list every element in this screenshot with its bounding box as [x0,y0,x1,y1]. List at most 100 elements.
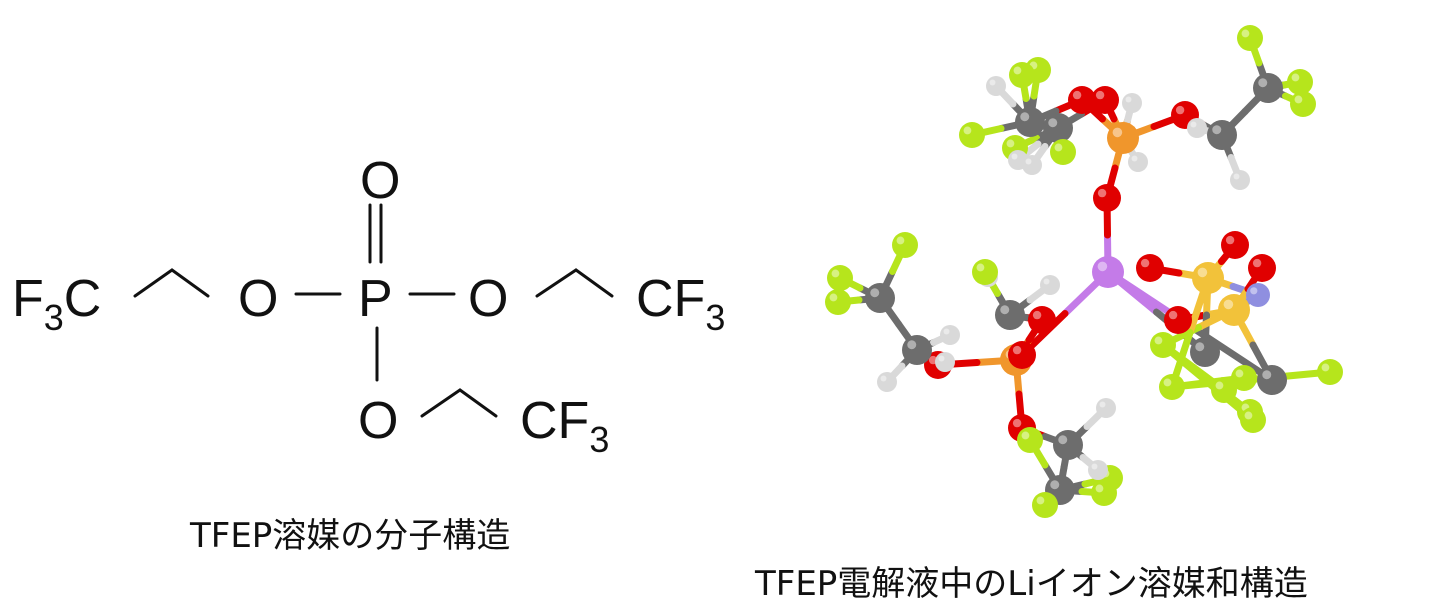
atom-fluorine [1159,374,1185,400]
atom-highlight [1012,418,1022,428]
atom-oxygen [1136,254,1164,282]
atom-highlight [1140,258,1150,268]
atom-highlight [1195,342,1205,352]
atom-highlight [938,355,945,362]
atom-fluorine [1017,427,1043,453]
atom-highlight [1291,73,1300,82]
atom-hydrogen [1122,93,1142,113]
atom-fluorine [1287,69,1313,95]
atom-lithium [1092,256,1124,288]
atom-fluorine [972,259,998,285]
atom-highlight [1097,261,1108,272]
atom-highlight [1163,378,1172,387]
atom-highlight [1072,90,1082,100]
atom-highlight [1197,267,1208,278]
atom-highlight [1250,287,1258,295]
atom-hydrogen [1230,170,1250,190]
atom-highlight [1099,401,1106,408]
atom-fluorine [825,289,851,315]
atom-highlight [1036,496,1045,505]
atom-highlight [1321,363,1330,372]
atom-hydrogen [935,352,955,372]
group-f3c-f: F [12,270,44,328]
atom-highlight [1154,336,1163,345]
atom-highlight [1006,139,1015,148]
atom-highlight [1013,66,1022,75]
atom-highlight [831,269,840,278]
atom-highlight [1012,345,1022,355]
atom-carbon [902,335,932,365]
atom-highlight [1252,258,1262,268]
atom-carbon [1015,107,1045,137]
atom-fluorine [1211,377,1237,403]
atom-highlight [1244,411,1253,420]
atom-hydrogen [986,76,1006,96]
tfep-2d-structure: O P O O O F3C CF3 CF3 [12,152,725,460]
model-atoms [825,25,1343,518]
atom-highlight [976,263,985,272]
atom-nitrogen [1246,283,1270,307]
atom-carbon [1190,337,1220,367]
atom-oxygen [1008,341,1036,369]
caption-3d-structure: TFEP電解液中のLiイオン溶媒和構造 [755,564,1308,604]
atom-highlight [1223,299,1234,310]
atom-o-left: O [238,270,278,328]
atom-hydrogen [1088,460,1108,480]
group-cf3-right: CF3 [636,270,725,338]
atom-oxygen [1068,86,1096,114]
atom-fluorine [1290,91,1316,117]
atom-hydrogen [1022,155,1042,175]
atom-oxygen [1164,306,1192,334]
atom-hydrogen [1187,118,1207,138]
atom-hydrogen [1096,398,1116,418]
atom-highlight [1294,95,1303,104]
atom-highlight [1011,153,1018,160]
atom-o-bottom: O [358,392,398,450]
atom-p: P [358,270,393,328]
atom-oxygen [1091,86,1119,114]
atom-highlight [1225,235,1235,245]
atom-oxygen [1221,231,1249,259]
atom-fluorine [1009,62,1035,88]
atom-carbon [995,300,1025,330]
atom-fluorine [1317,359,1343,385]
atom-highlight [1125,96,1132,103]
atom-fluorine [959,122,985,148]
atom-carbon [1043,113,1073,143]
atom-sulfur [1192,262,1224,294]
atom-fluorine [1150,332,1176,358]
atom-carbon [1257,365,1287,395]
atom-highlight [907,340,917,350]
group-cf3-bottom-sub: 3 [589,419,609,460]
atom-highlight [1190,121,1197,128]
atom-highlight [870,288,880,298]
atom-highlight [989,79,996,86]
atom-highlight [1131,155,1138,162]
atom-o-right: O [468,270,508,328]
atom-carbon [1053,430,1083,460]
atom-highlight [829,293,838,302]
atom-fluorine [1231,365,1257,391]
atom-highlight [1175,105,1185,115]
atom-highlight [1043,278,1050,285]
atom-highlight [1097,188,1107,198]
atom-highlight [1025,158,1032,165]
atom-oxygen [1248,254,1276,282]
atom-carbon [1253,73,1283,103]
atom-highlight [1233,173,1240,180]
atom-fluorine [827,265,853,291]
atom-hydrogen [940,325,960,345]
atom-fluorine [1050,139,1076,165]
group-f3c-left: F3C [12,270,101,338]
atom-highlight [1095,484,1104,493]
atom-highlight [963,126,972,135]
group-cf3-right-sub: 3 [705,297,725,338]
atom-highlight [1020,112,1030,122]
atom-highlight [1168,310,1178,320]
atom-oxygen [1093,184,1121,212]
atom-o-double: O [360,152,400,210]
atom-fluorine [1237,25,1263,51]
atom-highlight [1241,29,1250,38]
group-f3c-c: C [64,270,102,328]
solvation-3d-model [825,25,1343,518]
